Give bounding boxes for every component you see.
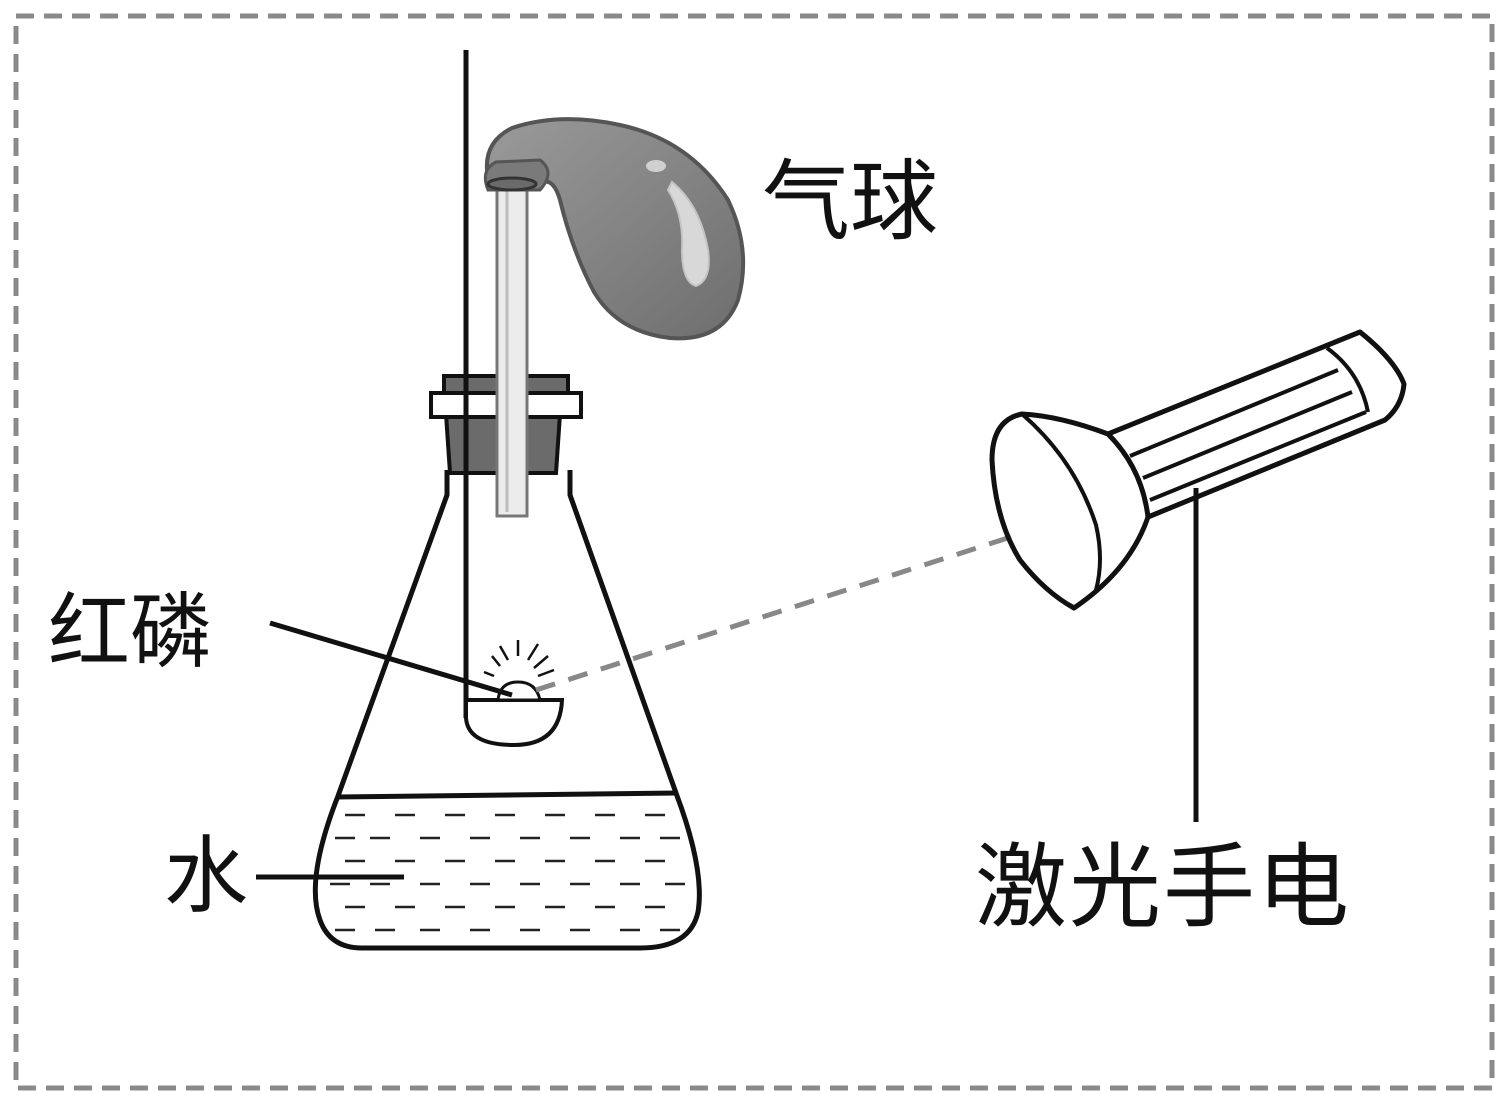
spark-lines	[483, 640, 555, 678]
laser-flashlight-label: 激光手电	[975, 834, 1352, 941]
laser-beam	[535, 533, 1015, 693]
balloon	[483, 117, 746, 341]
water-surface	[335, 790, 679, 800]
dashed-frame	[13, 13, 1495, 1091]
phosphorus-label-line	[269, 620, 513, 698]
red-phosphorus-label: 红磷	[48, 585, 213, 680]
flashlight-head	[989, 411, 1151, 611]
water-dashes	[330, 813, 685, 932]
flashlight-body	[1105, 329, 1407, 520]
flask-outline	[312, 470, 702, 951]
glass-tube	[495, 184, 529, 518]
balloon-neck-ring	[486, 176, 538, 192]
flashlight-icon	[989, 329, 1407, 611]
combustion-spoon	[464, 698, 565, 748]
balloon-highlight	[666, 180, 710, 288]
balloon-label: 气球	[762, 150, 939, 253]
conical-flask	[312, 470, 702, 951]
balloon-highlight-spot	[646, 160, 666, 172]
water-label: 水	[164, 827, 249, 925]
balloon-body	[484, 117, 746, 341]
